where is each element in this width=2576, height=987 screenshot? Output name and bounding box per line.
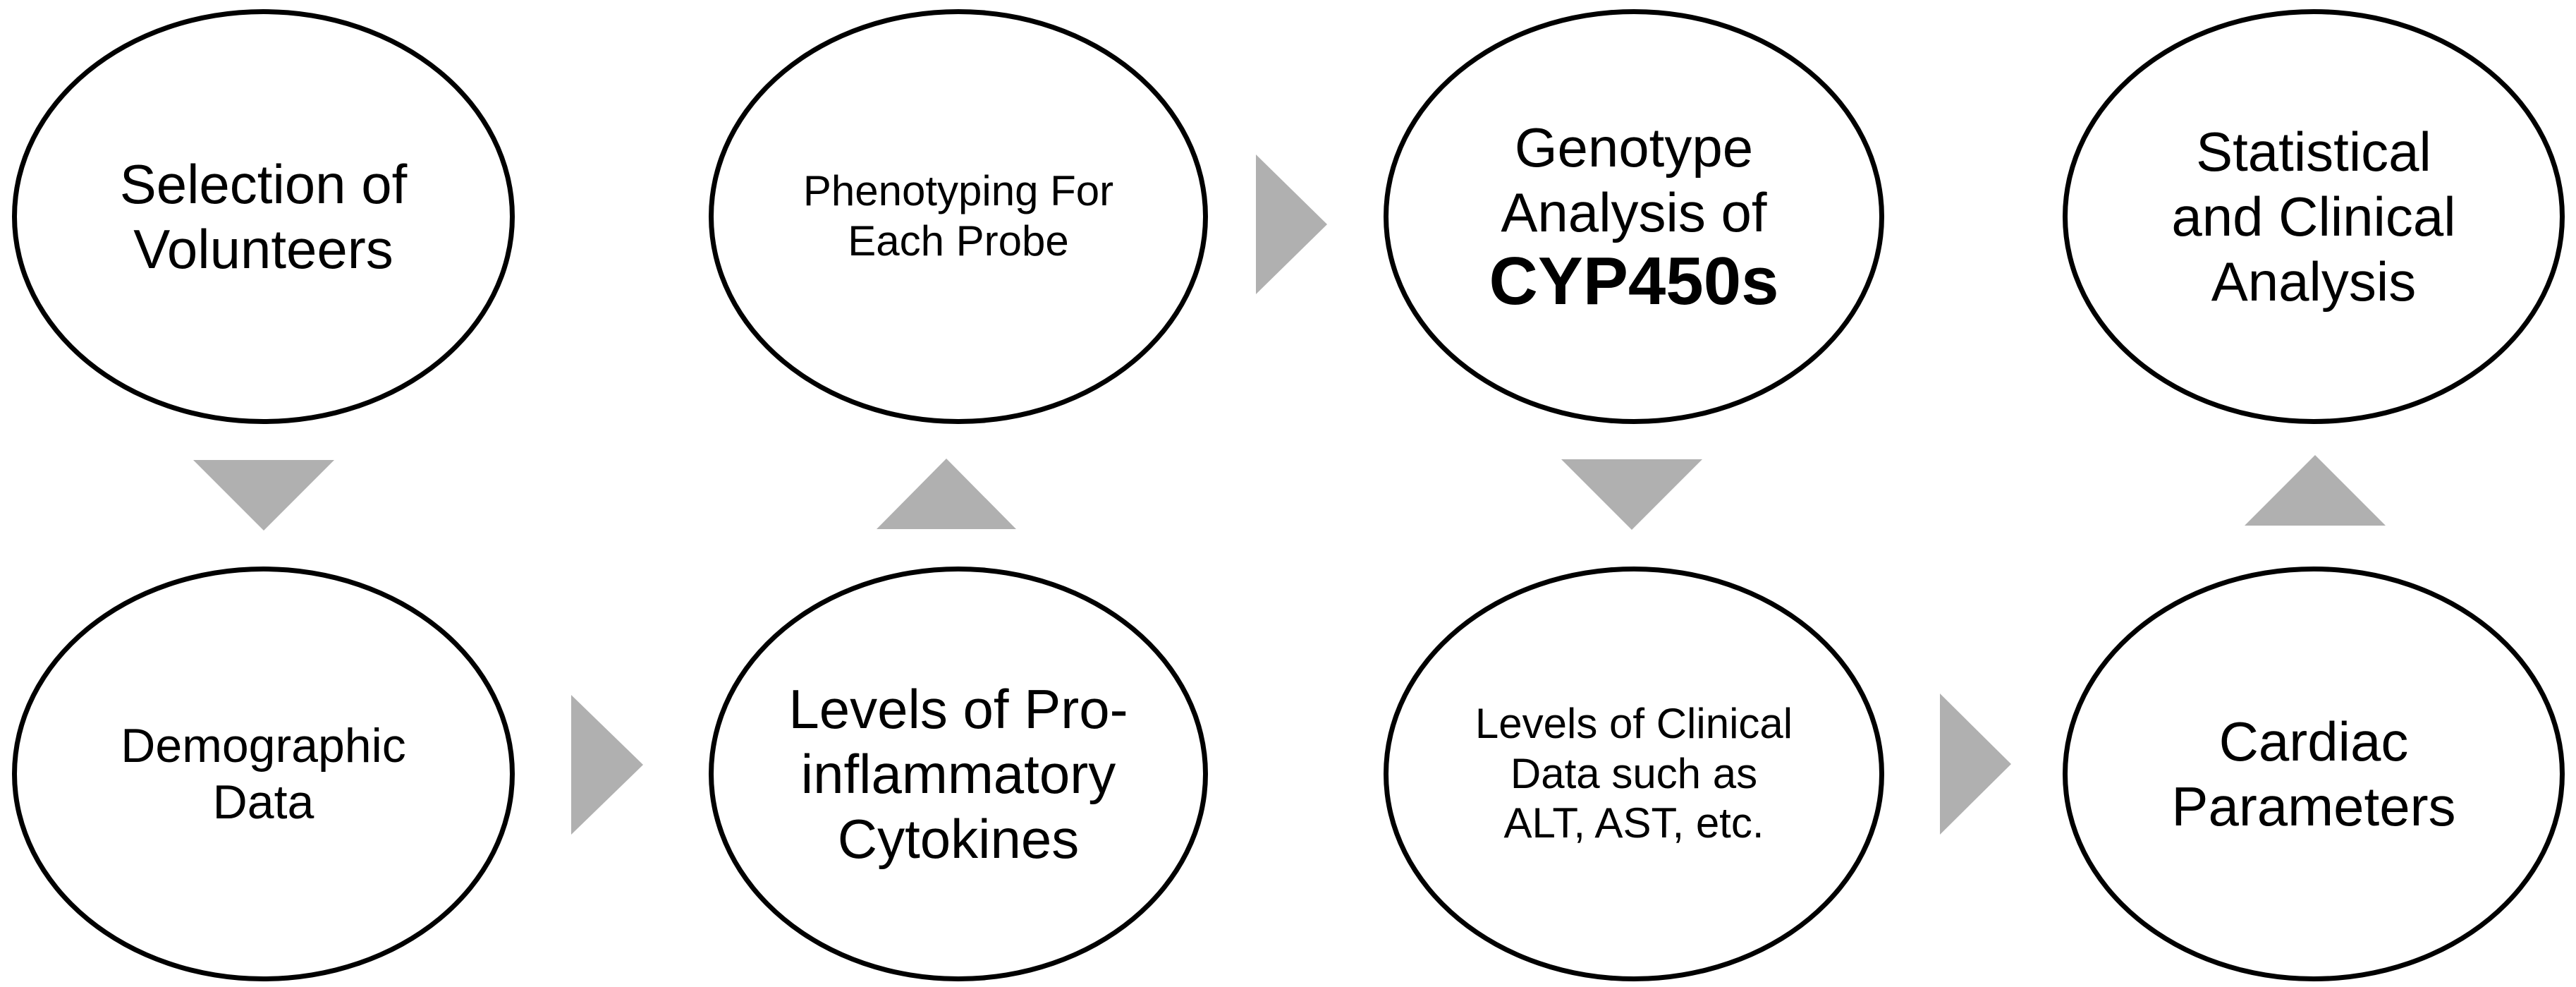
node-label-cardiac-parameters: Cardiac Parameters	[2171, 710, 2456, 837]
arrow-down-icon-selection-to-demographic	[193, 460, 334, 531]
node-selection-of-volunteers[interactable]: Selection of Volunteers	[12, 9, 515, 424]
arrow-down-icon-genotype-to-clinical-data	[1561, 459, 1702, 530]
node-demographic-data[interactable]: Demographic Data	[12, 567, 515, 981]
node-levels-of-clinical-data[interactable]: Levels of Clinical Data such as ALT, AST…	[1384, 567, 1884, 981]
arrow-right-icon-demographic-to-cytokines	[571, 695, 643, 835]
node-label-phenotyping-for-each-probe: Phenotyping For Each Probe	[802, 167, 1114, 265]
arrow-up-icon-cytokines-to-phenotyping	[877, 459, 1016, 529]
node-cardiac-parameters[interactable]: Cardiac Parameters	[2063, 567, 2565, 981]
node-statistical-and-clinical-analysis[interactable]: Statistical and Clinical Analysis	[2063, 9, 2565, 424]
node-label-genotype-primary: Genotype Analysis of	[1501, 116, 1767, 244]
node-label-demographic-data: Demographic Data	[121, 718, 406, 829]
node-genotype-analysis-of-cyp450s[interactable]: Genotype Analysis of CYP450s	[1384, 9, 1884, 424]
arrow-up-icon-cardiac-to-statistical	[2245, 455, 2386, 526]
node-label-levels-of-pro-inflammatory-cytokines: Levels of Pro- inflammatory Cytokines	[788, 677, 1128, 871]
node-label-genotype-analysis-of-cyp450s: Genotype Analysis of CYP450s	[1452, 50, 1815, 383]
node-label-genotype-emphasis: CYP450s	[1489, 243, 1779, 320]
node-label-statistical-and-clinical-analysis: Statistical and Clinical Analysis	[2171, 120, 2456, 313]
node-phenotyping-for-each-probe[interactable]: Phenotyping For Each Probe	[709, 9, 1208, 424]
node-label-selection-of-volunteers: Selection of Volunteers	[119, 152, 408, 280]
node-levels-of-pro-inflammatory-cytokines[interactable]: Levels of Pro- inflammatory Cytokines	[709, 567, 1208, 981]
arrow-right-icon-phenotyping-to-genotype	[1256, 155, 1327, 294]
node-label-levels-of-clinical-data: Levels of Clinical Data such as ALT, AST…	[1475, 699, 1793, 847]
arrow-right-icon-clinical-data-to-cardiac	[1940, 694, 2011, 835]
